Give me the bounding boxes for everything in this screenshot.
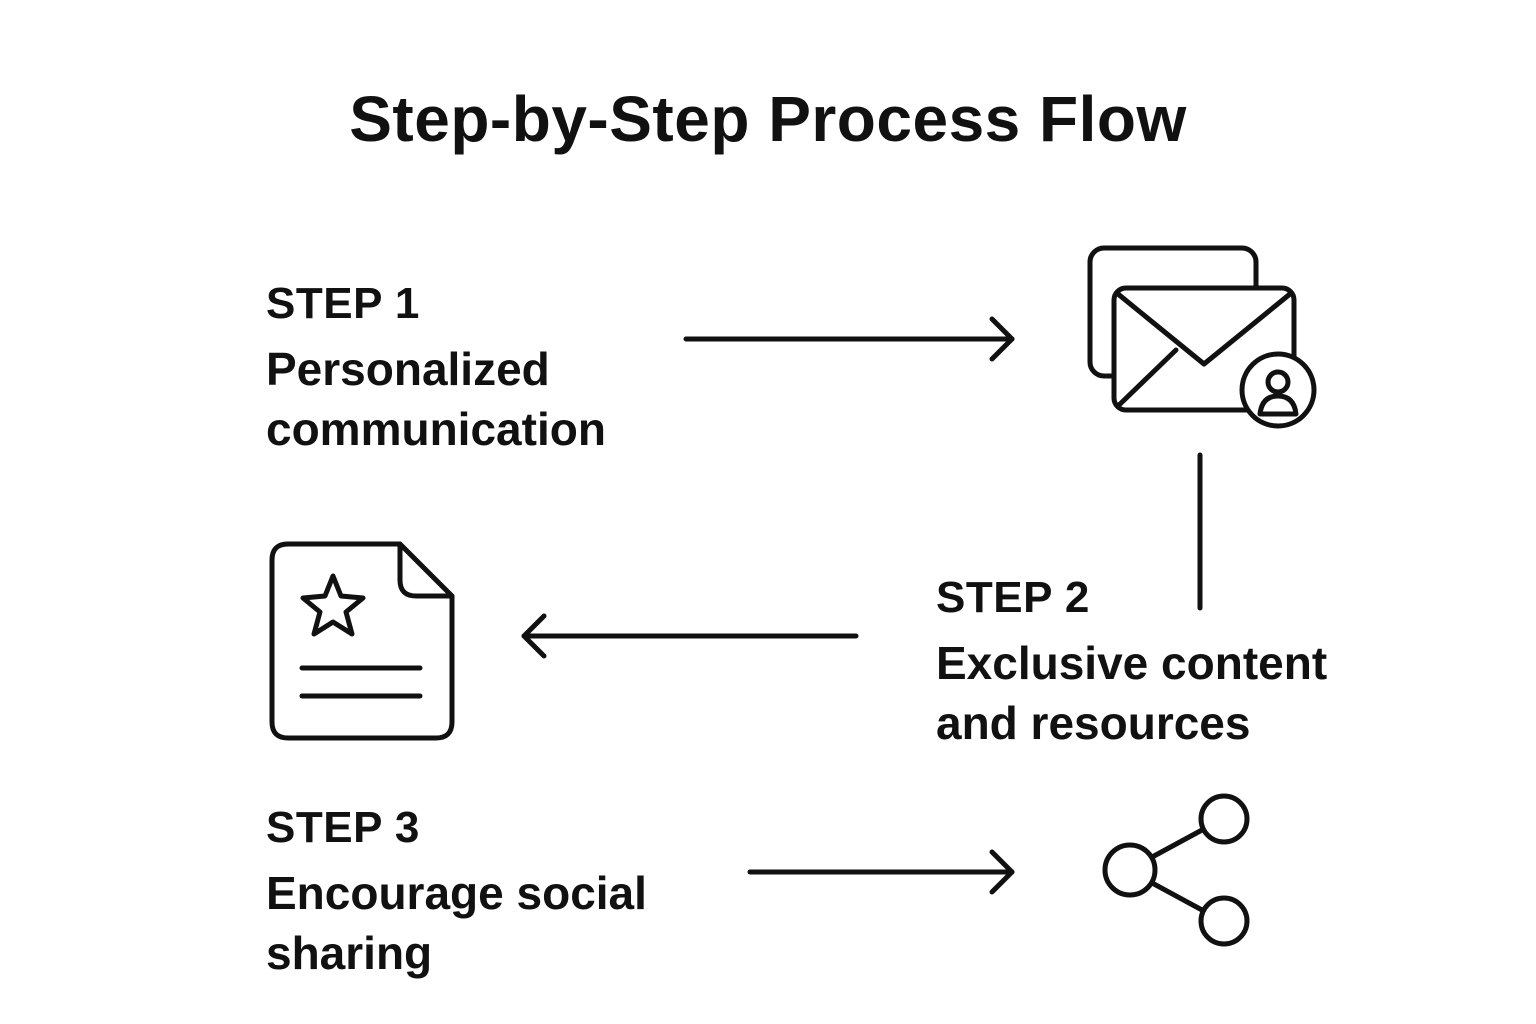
step-1-label-line1: Personalized — [266, 343, 550, 395]
step-2-number: STEP 2 — [936, 573, 1090, 622]
document-star-icon — [269, 541, 455, 741]
step-1-label-line2: communication — [266, 402, 606, 455]
arrow-step3-right — [747, 849, 1015, 895]
step-3-label-line2: sharing — [266, 926, 433, 979]
step-3: STEP 3 Encourage social sharing — [266, 806, 647, 984]
share-icon — [1102, 793, 1250, 947]
step-2-label-line2: and resources — [936, 696, 1251, 749]
email-user-icon — [1087, 245, 1317, 429]
step-3-number: STEP 3 — [266, 803, 420, 852]
step-3-label-line1: Encourage social — [266, 867, 647, 919]
step-2-label-line1: Exclusive content — [936, 637, 1328, 689]
step-1: STEP 1 Personalized communication — [266, 282, 606, 460]
step-1-number: STEP 1 — [266, 279, 420, 328]
step-2: STEP 2 Exclusive content and resources — [936, 576, 1327, 754]
arrow-step2-left — [521, 613, 859, 659]
arrow-step1-right — [683, 316, 1015, 362]
page-title: Step-by-Step Process Flow — [349, 83, 1187, 155]
